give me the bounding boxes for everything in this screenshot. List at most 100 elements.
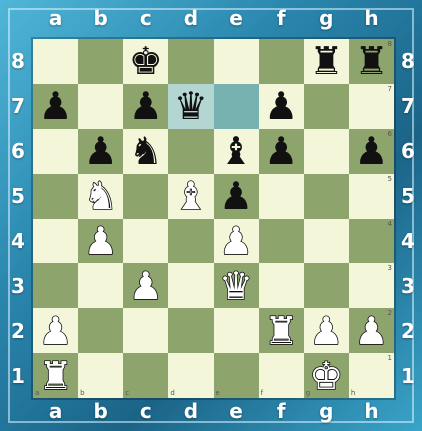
square-b4[interactable]: ♟ bbox=[78, 219, 123, 264]
square-h4[interactable]: 4 bbox=[349, 219, 394, 264]
square-c8[interactable]: ♚ bbox=[123, 39, 168, 84]
white-pawn-icon[interactable]: ♟ bbox=[39, 312, 73, 350]
square-file-hint: d bbox=[170, 390, 174, 397]
rank-label-right-4: 4 bbox=[396, 231, 420, 251]
square-b5[interactable]: ♞ bbox=[78, 174, 123, 219]
square-g4[interactable] bbox=[304, 219, 349, 264]
square-b1[interactable]: b bbox=[78, 353, 123, 398]
rank-label-left-4: 4 bbox=[6, 231, 30, 251]
square-g3[interactable] bbox=[304, 263, 349, 308]
square-e7[interactable] bbox=[214, 84, 259, 129]
black-pawn-icon[interactable]: ♟ bbox=[354, 132, 388, 170]
rank-label-right-6: 6 bbox=[396, 141, 420, 161]
square-a1[interactable]: a♜ bbox=[33, 353, 78, 398]
black-pawn-icon[interactable]: ♟ bbox=[129, 87, 163, 125]
square-a7[interactable]: ♟ bbox=[33, 84, 78, 129]
black-rook-icon[interactable]: ♜ bbox=[309, 42, 343, 80]
white-rook-icon[interactable]: ♜ bbox=[264, 312, 298, 350]
white-pawn-icon[interactable]: ♟ bbox=[219, 222, 253, 260]
white-pawn-icon[interactable]: ♟ bbox=[129, 267, 163, 305]
black-bishop-icon[interactable]: ♝ bbox=[219, 132, 253, 170]
square-g8[interactable]: ♜ bbox=[304, 39, 349, 84]
square-a2[interactable]: ♟ bbox=[33, 308, 78, 353]
square-d2[interactable] bbox=[168, 308, 213, 353]
square-h8[interactable]: 8♜ bbox=[349, 39, 394, 84]
square-e6[interactable]: ♝ bbox=[214, 129, 259, 174]
square-d5[interactable]: ♝ bbox=[168, 174, 213, 219]
white-pawn-icon[interactable]: ♟ bbox=[354, 312, 388, 350]
file-label-top-g: g bbox=[304, 8, 349, 28]
square-d4[interactable] bbox=[168, 219, 213, 264]
square-h6[interactable]: 6♟ bbox=[349, 129, 394, 174]
black-pawn-icon[interactable]: ♟ bbox=[219, 177, 253, 215]
square-g1[interactable]: g♚ bbox=[304, 353, 349, 398]
square-e1[interactable]: e bbox=[214, 353, 259, 398]
square-f4[interactable] bbox=[259, 219, 304, 264]
black-queen-icon[interactable]: ♛ bbox=[174, 87, 208, 125]
white-king-icon[interactable]: ♚ bbox=[309, 357, 343, 395]
square-a4[interactable] bbox=[33, 219, 78, 264]
square-b6[interactable]: ♟ bbox=[78, 129, 123, 174]
black-pawn-icon[interactable]: ♟ bbox=[264, 132, 298, 170]
square-f5[interactable] bbox=[259, 174, 304, 219]
square-c2[interactable] bbox=[123, 308, 168, 353]
white-pawn-icon[interactable]: ♟ bbox=[84, 222, 118, 260]
square-c7[interactable]: ♟ bbox=[123, 84, 168, 129]
square-f1[interactable]: f bbox=[259, 353, 304, 398]
square-e3[interactable]: ♛ bbox=[214, 263, 259, 308]
square-f7[interactable]: ♟ bbox=[259, 84, 304, 129]
square-a8[interactable] bbox=[33, 39, 78, 84]
square-a5[interactable] bbox=[33, 174, 78, 219]
square-h5[interactable]: 5 bbox=[349, 174, 394, 219]
square-f3[interactable] bbox=[259, 263, 304, 308]
square-h2[interactable]: 2♟ bbox=[349, 308, 394, 353]
square-file-hint: f bbox=[261, 390, 263, 397]
rank-label-right-1: 1 bbox=[396, 366, 420, 386]
square-b8[interactable] bbox=[78, 39, 123, 84]
square-a3[interactable] bbox=[33, 263, 78, 308]
file-label-top-d: d bbox=[168, 8, 213, 28]
white-pawn-icon[interactable]: ♟ bbox=[309, 312, 343, 350]
square-e4[interactable]: ♟ bbox=[214, 219, 259, 264]
square-rank-hint: 1 bbox=[388, 355, 392, 362]
square-f8[interactable] bbox=[259, 39, 304, 84]
square-d6[interactable] bbox=[168, 129, 213, 174]
square-d7[interactable]: ♛ bbox=[168, 84, 213, 129]
white-queen-icon[interactable]: ♛ bbox=[219, 267, 253, 305]
square-e8[interactable] bbox=[214, 39, 259, 84]
square-b3[interactable] bbox=[78, 263, 123, 308]
square-h7[interactable]: 7 bbox=[349, 84, 394, 129]
square-g5[interactable] bbox=[304, 174, 349, 219]
square-f6[interactable]: ♟ bbox=[259, 129, 304, 174]
file-label-top-e: e bbox=[214, 8, 259, 28]
white-knight-icon[interactable]: ♞ bbox=[84, 177, 118, 215]
square-c3[interactable]: ♟ bbox=[123, 263, 168, 308]
square-d3[interactable] bbox=[168, 263, 213, 308]
file-label-bottom-b: b bbox=[78, 401, 123, 421]
square-g6[interactable] bbox=[304, 129, 349, 174]
square-g2[interactable]: ♟ bbox=[304, 308, 349, 353]
white-rook-icon[interactable]: ♜ bbox=[39, 357, 73, 395]
black-knight-icon[interactable]: ♞ bbox=[129, 132, 163, 170]
square-c1[interactable]: c bbox=[123, 353, 168, 398]
black-king-icon[interactable]: ♚ bbox=[129, 42, 163, 80]
square-e5[interactable]: ♟ bbox=[214, 174, 259, 219]
square-h3[interactable]: 3 bbox=[349, 263, 394, 308]
white-bishop-icon[interactable]: ♝ bbox=[174, 177, 208, 215]
black-pawn-icon[interactable]: ♟ bbox=[39, 87, 73, 125]
square-d8[interactable] bbox=[168, 39, 213, 84]
square-d1[interactable]: d bbox=[168, 353, 213, 398]
square-f2[interactable]: ♜ bbox=[259, 308, 304, 353]
square-b2[interactable] bbox=[78, 308, 123, 353]
square-b7[interactable] bbox=[78, 84, 123, 129]
square-c6[interactable]: ♞ bbox=[123, 129, 168, 174]
square-e2[interactable] bbox=[214, 308, 259, 353]
square-a6[interactable] bbox=[33, 129, 78, 174]
square-c5[interactable] bbox=[123, 174, 168, 219]
square-c4[interactable] bbox=[123, 219, 168, 264]
black-rook-icon[interactable]: ♜ bbox=[354, 42, 388, 80]
black-pawn-icon[interactable]: ♟ bbox=[84, 132, 118, 170]
square-g7[interactable] bbox=[304, 84, 349, 129]
black-pawn-icon[interactable]: ♟ bbox=[264, 87, 298, 125]
